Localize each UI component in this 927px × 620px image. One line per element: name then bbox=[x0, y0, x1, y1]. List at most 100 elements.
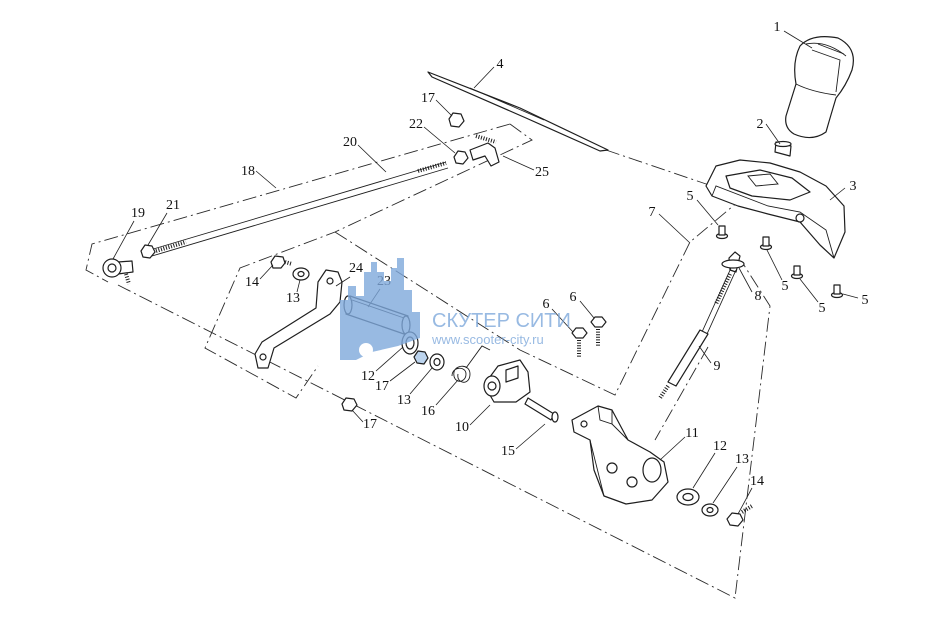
callout-10: 10 bbox=[455, 420, 469, 435]
part-1-shift-knob bbox=[785, 36, 854, 139]
leader-line bbox=[765, 123, 781, 145]
leader-line bbox=[259, 264, 274, 280]
part-7-9-shift-rod bbox=[658, 251, 741, 400]
part-13-washer-left bbox=[292, 267, 310, 281]
callout-5: 5 bbox=[687, 189, 694, 204]
nut-body bbox=[413, 350, 429, 365]
screw-head bbox=[762, 236, 770, 247]
watermark-url: www.scooter-city.ru bbox=[431, 332, 544, 347]
boundary-line bbox=[117, 261, 771, 599]
callout-12: 12 bbox=[361, 369, 375, 384]
callout-16: 16 bbox=[421, 404, 435, 419]
callout-5: 5 bbox=[819, 301, 826, 316]
spring-coil bbox=[451, 365, 471, 383]
part-4-panel bbox=[427, 71, 609, 152]
callout-17: 17 bbox=[375, 379, 389, 394]
part-14-bolt-left bbox=[270, 255, 293, 269]
rod-lower-thread bbox=[658, 384, 670, 400]
leader-line bbox=[766, 249, 783, 281]
washer-inner bbox=[706, 506, 714, 514]
washer-8 bbox=[721, 259, 745, 269]
part-10-pivot-block bbox=[483, 359, 531, 403]
leader-line bbox=[296, 279, 301, 293]
leader-line bbox=[502, 155, 535, 171]
leader-line bbox=[409, 367, 433, 395]
callout-14: 14 bbox=[245, 275, 259, 290]
leader-line bbox=[799, 278, 819, 303]
screw bbox=[790, 265, 804, 280]
part-22-nut bbox=[453, 150, 469, 165]
housing-hole bbox=[795, 213, 805, 223]
screw bbox=[830, 284, 844, 299]
callout-20: 20 bbox=[343, 135, 357, 150]
housing-edge bbox=[711, 185, 835, 259]
knob-body bbox=[785, 36, 854, 139]
screw bbox=[759, 236, 773, 251]
bracket-body bbox=[571, 405, 669, 505]
leader-line bbox=[357, 144, 387, 173]
callout-15: 15 bbox=[501, 444, 515, 459]
leader-line bbox=[712, 466, 738, 504]
knob-contour bbox=[811, 49, 841, 93]
part-25-fitting bbox=[469, 134, 500, 167]
callout-17: 17 bbox=[421, 91, 435, 106]
pin-shank bbox=[524, 397, 555, 421]
leader-line bbox=[112, 220, 135, 260]
leader-line bbox=[351, 409, 364, 423]
callout-1: 1 bbox=[774, 20, 781, 35]
bolt-thread bbox=[740, 504, 754, 514]
callout-6: 6 bbox=[543, 297, 550, 312]
leader-line bbox=[658, 213, 691, 244]
callout-9: 9 bbox=[714, 359, 721, 374]
callout-17: 17 bbox=[363, 417, 377, 432]
rod-thread bbox=[417, 161, 447, 173]
part-8-washer bbox=[721, 259, 745, 269]
bracket-hole bbox=[580, 420, 588, 428]
boundary-line bbox=[605, 149, 713, 187]
leader-line bbox=[551, 308, 574, 333]
spring-arm bbox=[465, 345, 491, 369]
callout-labels: 1 2 3 4 5 5 5 5 6 6 7 8 9 10 11 12 13 14… bbox=[131, 20, 869, 489]
bracket-hole bbox=[606, 462, 618, 474]
rod-line bbox=[149, 161, 449, 257]
screw bbox=[715, 225, 729, 240]
washer-inner bbox=[297, 270, 305, 278]
callout-2: 2 bbox=[757, 117, 764, 132]
leader-line bbox=[255, 170, 277, 189]
housing-edge bbox=[747, 173, 779, 187]
bracket-edge bbox=[589, 423, 629, 497]
lever-hole bbox=[326, 277, 334, 285]
bolt-head bbox=[590, 316, 607, 328]
part-17-nut-top bbox=[448, 112, 465, 128]
screw-head bbox=[793, 265, 801, 276]
callout-22: 22 bbox=[409, 117, 423, 132]
nut-body bbox=[140, 244, 156, 259]
callout-21: 21 bbox=[166, 198, 180, 213]
pivot-tab bbox=[505, 365, 519, 383]
watermark-skyline-logo bbox=[340, 258, 420, 360]
callout-11: 11 bbox=[685, 426, 698, 441]
screw-head bbox=[833, 284, 841, 295]
fitting-body bbox=[469, 142, 500, 167]
boundary-line bbox=[204, 123, 533, 399]
part-14-bolt-right bbox=[726, 504, 754, 527]
bolt-head bbox=[726, 512, 744, 527]
leader-line bbox=[692, 452, 716, 489]
pivot-hole bbox=[487, 381, 497, 391]
part-16-spring bbox=[451, 345, 491, 383]
rod-thread bbox=[155, 240, 187, 253]
washer-inner bbox=[682, 492, 694, 502]
callout-7: 7 bbox=[649, 205, 656, 220]
bolt bbox=[571, 327, 588, 358]
leader-lines bbox=[112, 30, 859, 515]
fitting-barb bbox=[475, 134, 497, 144]
bracket-hole bbox=[626, 476, 638, 488]
part-12-washer-right bbox=[676, 488, 700, 506]
callout-5: 5 bbox=[862, 293, 869, 308]
leader-line bbox=[423, 126, 456, 154]
part-13-washer-mid bbox=[429, 353, 445, 371]
leader-line bbox=[737, 487, 753, 515]
bracket-pivot-hole bbox=[642, 457, 662, 483]
callout-8: 8 bbox=[755, 289, 762, 304]
